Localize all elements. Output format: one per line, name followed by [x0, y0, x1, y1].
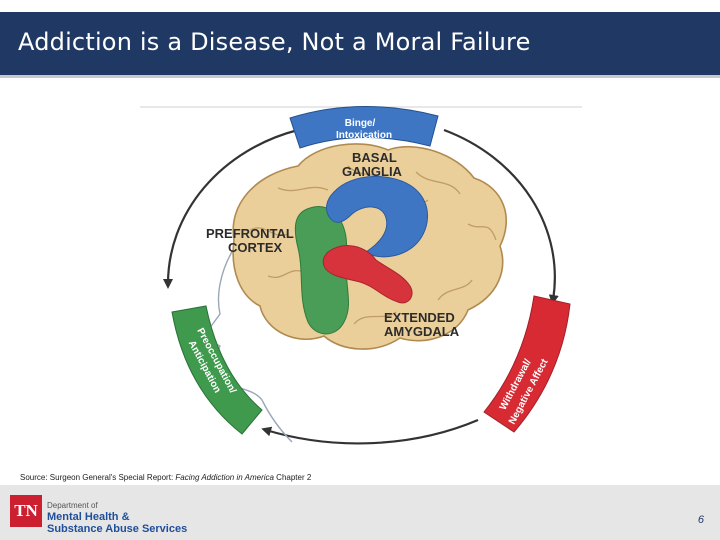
slide-title: Addiction is a Disease, Not a Moral Fail… — [18, 28, 531, 56]
binge-label-1: Binge/ — [345, 118, 376, 129]
department-label: Department of — [47, 501, 98, 510]
diagram-svg: Basal Ganglia Prefrontal Cortex Extended… — [140, 105, 582, 445]
footer-bar: TN Department of Mental Health & Substan… — [0, 485, 720, 540]
tn-logo: TN — [10, 495, 42, 527]
prefrontal-cortex-label-1: Prefrontal — [206, 226, 294, 241]
brain-shape — [232, 143, 508, 350]
prefrontal-cortex-label-2: Cortex — [228, 240, 283, 255]
cycle-arrow-bottom — [261, 418, 479, 445]
basal-ganglia-region — [326, 176, 428, 258]
department-name-line-2: Substance Abuse Services — [47, 523, 188, 535]
source-prefix: Source: Surgeon General's Special Report… — [20, 473, 176, 482]
extended-amygdala-region — [322, 245, 413, 304]
cycle-arrow-left — [162, 128, 299, 289]
binge-intoxication-banner — [289, 105, 439, 149]
extended-amygdala-label-2: Amygdala — [384, 324, 460, 339]
source-suffix: Chapter 2 — [273, 473, 312, 482]
preoccupation-anticipation-banner — [171, 305, 263, 435]
withdrawal-negative-affect-banner — [483, 295, 571, 433]
department-name-line-1: Mental Health & — [47, 511, 130, 523]
prefrontal-cortex-region — [294, 206, 350, 335]
binge-label-2: Intoxication — [336, 130, 392, 141]
cycle-arrow-right — [443, 128, 559, 305]
addiction-cycle-diagram: Basal Ganglia Prefrontal Cortex Extended… — [138, 100, 590, 460]
extended-amygdala-label-1: Extended — [384, 310, 455, 325]
source-title: Facing Addiction in America — [175, 473, 274, 482]
title-bar: Addiction is a Disease, Not a Moral Fail… — [0, 12, 720, 78]
page-number: 6 — [697, 514, 704, 526]
source-citation: Source: Surgeon General's Special Report… — [20, 473, 311, 482]
basal-ganglia-label-1: Basal — [352, 150, 397, 165]
basal-ganglia-label-2: Ganglia — [342, 164, 403, 179]
